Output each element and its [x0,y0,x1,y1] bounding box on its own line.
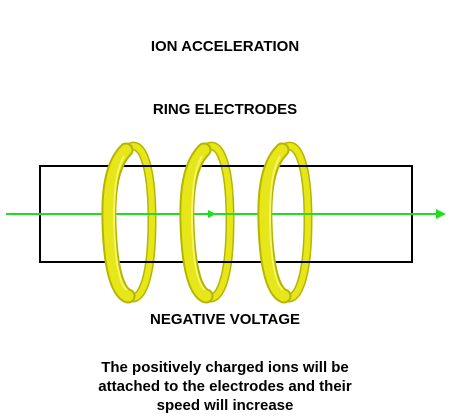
negative-voltage-label: NEGATIVE VOLTAGE [149,311,300,328]
ring-electrodes-label: RING ELECTRODES [152,101,298,118]
caption-line-2: attached to the electrodes and their [98,378,352,395]
beam-mid-arrow-icon [208,210,216,218]
ring-electrode-3 [257,142,292,304]
diagram-title: ION ACCELERATION [150,38,300,55]
ring-electrode-1 [101,142,136,304]
ring-electrode-1-back [121,141,157,303]
arrow-right-icon [436,209,446,219]
caption: The positively charged ions will be atta… [0,358,450,415]
ring-electrode-2-back [199,141,235,303]
ring-electrode-3-back [277,141,313,303]
caption-line-1: The positively charged ions will be [101,359,349,376]
caption-line-3: speed will increase [156,397,294,414]
ring-electrode-2 [179,142,214,304]
